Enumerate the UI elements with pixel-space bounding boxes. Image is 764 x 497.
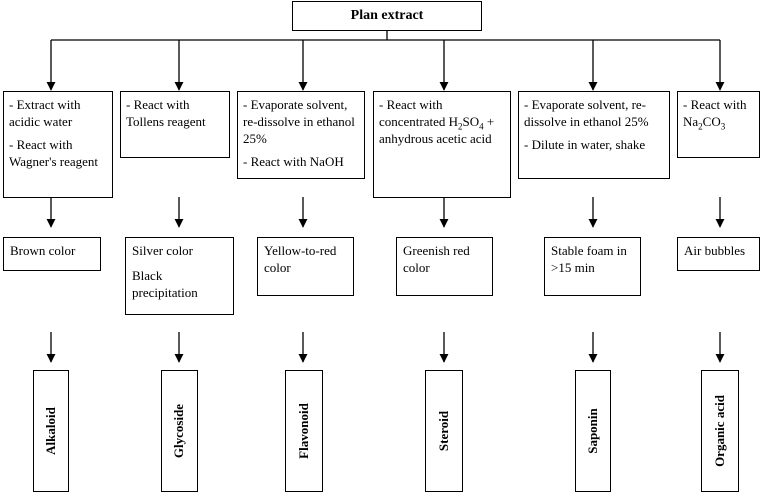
class-box: Flavonoid [285, 370, 323, 492]
step-text-part: - React with NaOH [243, 154, 344, 169]
subscript: 4 [479, 121, 484, 132]
root-box: Plan extract [292, 1, 482, 31]
step-text: - Dilute in water, shake [524, 136, 664, 153]
step-box: - React with concentrated H2SO4 + anhydr… [373, 91, 511, 198]
class-label: Alkaloid [43, 407, 58, 455]
step-text: - Extract with acidic water [9, 96, 107, 130]
step-box: - Evaporate solvent, re-dissolve in etha… [518, 91, 670, 179]
step-text: - React with NaOH [243, 153, 359, 170]
class-box: Alkaloid [33, 370, 69, 492]
result-box: Greenish red color [396, 237, 493, 296]
step-text: - React with Wagner's reagent [9, 136, 107, 170]
result-text: Yellow-to-red color [264, 243, 337, 275]
step-text-part: - Evaporate solvent, re-dissolve in etha… [524, 97, 649, 129]
result-text: Greenish red color [403, 243, 470, 275]
class-label: Steroid [436, 410, 451, 452]
step-text-part: SO [462, 114, 480, 129]
subscript: 2 [458, 121, 463, 132]
class-box: Saponin [575, 370, 611, 492]
class-label: Flavonoid [296, 403, 311, 459]
result-box: Stable foam in >15 min [544, 237, 641, 296]
class-label: Glycoside [171, 403, 187, 459]
class-box: Steroid [425, 370, 463, 492]
step-text: - Evaporate solvent, re-dissolve in etha… [243, 96, 359, 147]
step-text: - React with Na2CO3 [683, 96, 754, 132]
class-label: Saponin [585, 408, 601, 454]
result-box: Brown color [3, 237, 101, 271]
step-box: - Extract with acidic water - React with … [3, 91, 113, 198]
step-text: - React with Tollens reagent [126, 96, 224, 130]
step-text: - React with concentrated H2SO4 + anhydr… [379, 96, 505, 147]
root-label: Plan extract [350, 8, 424, 23]
class-label: Organic acid [712, 395, 728, 467]
step-text: - Evaporate solvent, re-dissolve in etha… [524, 96, 664, 130]
step-text-part: - Extract with acidic water [9, 97, 81, 129]
step-box: - React with Tollens reagent [120, 91, 230, 158]
subscript: 3 [720, 121, 726, 132]
result-text: Silver color [132, 243, 194, 258]
result-text: Black precipitation [132, 268, 198, 300]
result-box: Yellow-to-red color [257, 237, 354, 296]
step-text-part: - React with concentrated H [379, 97, 459, 129]
step-box: - Evaporate solvent, re-dissolve in etha… [237, 91, 365, 179]
step-text-part: - React with Na [683, 97, 747, 129]
step-text-part: - Evaporate solvent, re-dissolve in etha… [243, 97, 355, 146]
result-text: Stable foam in >15 min [551, 243, 627, 275]
step-text-part: CO [702, 114, 721, 129]
subscript: 2 [698, 121, 703, 132]
result-text: Brown color [10, 243, 76, 258]
step-box: - React with Na2CO3 [677, 91, 760, 158]
class-box: Organic acid [701, 370, 739, 492]
result-text: Air bubbles [684, 243, 746, 258]
step-text-part: - React with Tollens reagent [126, 97, 206, 129]
step-text-part: - React with Wagner's reagent [9, 137, 99, 169]
step-text-part: + anhydrous acetic acid [379, 114, 495, 146]
step-text-part: - Dilute in water, shake [524, 137, 646, 152]
class-box: Glycoside [161, 370, 198, 492]
result-box: Air bubbles [677, 237, 760, 271]
